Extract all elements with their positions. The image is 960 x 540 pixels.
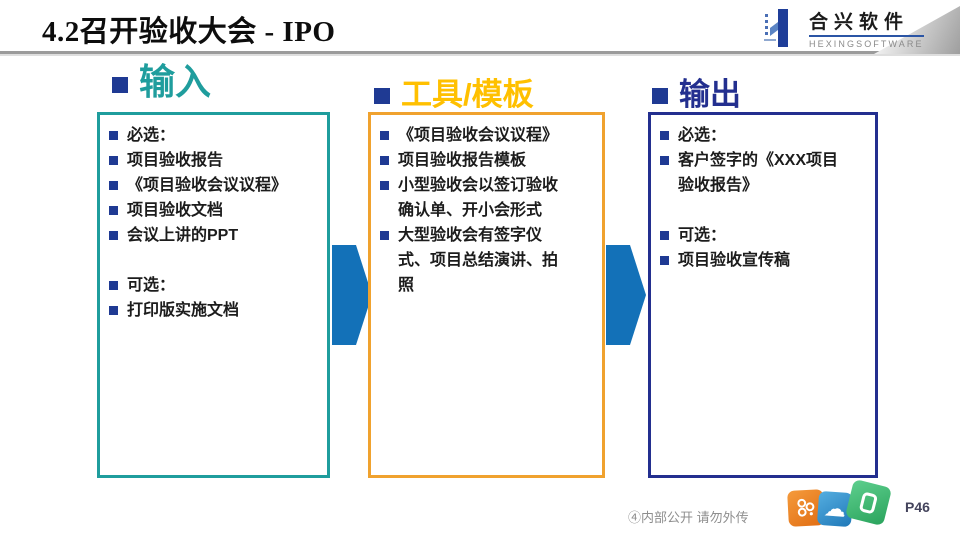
square-bullet-icon [109,156,118,165]
list-item-text: 小型验收会以签订验收确认单、开小会形式 [398,177,559,219]
square-bullet-icon [109,281,118,290]
list-item-text: 项目验收宣传稿 [678,252,791,269]
column-header-output: 输出 [652,79,741,110]
square-bullet-icon [380,156,389,165]
footer-cubes-logo: ☁ [787,478,894,539]
flow-arrow-icon [606,245,646,345]
square-bullet-icon [660,256,669,265]
output-box: 必选： 客户签字的《XXX项目验收报告》可选： 项目验收宣传稿 [648,112,878,478]
square-bullet-icon [380,131,389,140]
company-logo-text: 合兴软件 HEXINGSOFTWARE [809,7,924,49]
page-title: 4.2召开验收大会 - IPO [42,16,336,48]
list-item: 大型验收会有签字仪式、项目总结演讲、拍照 [380,223,598,298]
list-item: 必选： [109,123,323,148]
list-item-text: 必选： [678,127,727,144]
cloud-icon: ☁ [823,495,847,522]
rounded-square-icon [858,490,879,515]
list-item: 打印版实施文档 [109,298,323,323]
square-bullet-icon [660,131,669,140]
list-item-text: 大型验收会有签字仪式、项目总结演讲、拍照 [398,227,559,294]
square-bullet-icon [109,206,118,215]
input-box: 必选： 项目验收报告《项目验收会议议程》项目验收文档会议上讲的PPT 可选： 打印版实… [97,112,330,478]
square-bullet-icon [109,231,118,240]
square-bullet-icon [112,77,128,93]
company-logo: 合兴软件 HEXINGSOFTWARE [762,7,924,49]
page-number: P46 [905,499,930,515]
list-item: 可选： [660,223,871,248]
column-header-label: 输出 [679,77,741,112]
list-spacer [660,198,871,223]
logo-rule [809,35,924,37]
list-spacer [109,248,323,273]
square-bullet-icon [380,181,389,190]
list-item-text: 打印版实施文档 [127,302,240,319]
list-item: 项目验收报告 [109,148,323,173]
confidentiality-notice: ④内部公开 请勿外传 [628,510,749,525]
list-item-text: 项目验收报告模板 [398,152,527,169]
list-item-text: 项目验收文档 [127,202,224,219]
column-header-label: 工具/模板 [401,77,534,112]
flow-arrow-icon [332,245,372,345]
tools-templates-box: 《项目验收会议议程》项目验收报告模板小型验收会以签订验收确认单、开小会形式大型验… [368,112,605,478]
company-name-en: HEXINGSOFTWARE [809,39,924,49]
square-bullet-icon [374,88,390,104]
list-item-text: 可选： [678,227,727,244]
title-divider [0,51,960,54]
list-item: 《项目验收会议议程》 [380,123,598,148]
list-item: 客户签字的《XXX项目验收报告》 [660,148,871,198]
tools-item-list: 《项目验收会议议程》项目验收报告模板小型验收会以签订验收确认单、开小会形式大型验… [371,115,602,298]
list-item-text: 可选： [127,277,176,294]
column-header-tools-templates: 工具/模板 [374,79,534,110]
input-item-list: 必选： 项目验收报告《项目验收会议议程》项目验收文档会议上讲的PPT 可选： 打印版实… [100,115,327,323]
column-header-label: 输入 [139,61,212,102]
list-item: 必选： [660,123,871,148]
list-item-text: 《项目验收会议议程》 [398,127,559,144]
green-cube-icon [844,478,893,527]
square-bullet-icon [109,306,118,315]
square-bullet-icon [652,88,668,104]
list-item: 会议上讲的PPT [109,223,323,248]
square-bullet-icon [109,181,118,190]
hexing-logo-icon [762,8,802,48]
list-item: 《项目验收会议议程》 [109,173,323,198]
list-item: 项目验收文档 [109,198,323,223]
list-item-text: 《项目验收会议议程》 [127,177,288,194]
list-item: 小型验收会以签订验收确认单、开小会形式 [380,173,598,223]
list-item: 可选： [109,273,323,298]
output-item-list: 必选： 客户签字的《XXX项目验收报告》可选： 项目验收宣传稿 [651,115,875,273]
square-bullet-icon [109,131,118,140]
list-item: 项目验收宣传稿 [660,248,871,273]
list-item-text: 项目验收报告 [127,152,224,169]
list-item-text: 客户签字的《XXX项目验收报告》 [678,152,839,194]
orange-cube-icon [787,489,825,527]
square-bullet-icon [660,156,669,165]
list-item-text: 会议上讲的PPT [127,227,239,244]
company-name-cn: 合兴软件 [809,12,910,33]
square-bullet-icon [660,231,669,240]
square-bullet-icon [380,231,389,240]
list-item: 项目验收报告模板 [380,148,598,173]
list-item-text: 必选： [127,127,176,144]
column-header-input: 输入 [112,64,211,100]
